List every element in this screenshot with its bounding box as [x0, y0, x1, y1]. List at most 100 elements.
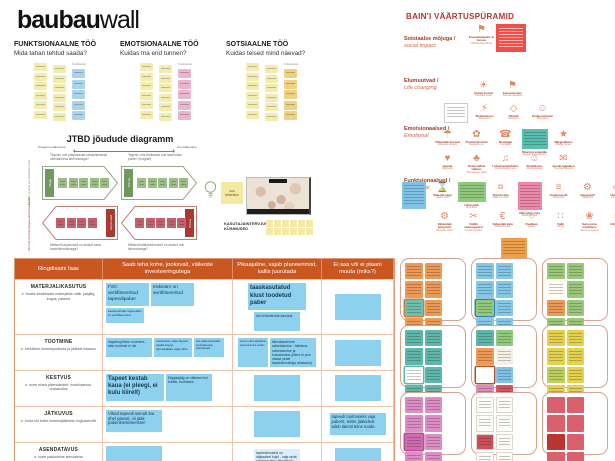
sticky-note[interactable]	[424, 397, 443, 414]
design-aesthetics-note[interactable]	[521, 129, 548, 149]
sticky-note[interactable]	[178, 111, 191, 120]
sticky-note[interactable]	[476, 330, 494, 347]
sticky-note[interactable]	[66, 218, 76, 228]
sticky-note[interactable]	[72, 111, 85, 120]
sticky-note[interactable]	[424, 348, 443, 365]
sticky-note[interactable]	[566, 366, 585, 383]
sticky-note[interactable]	[334, 339, 381, 366]
sticky-note[interactable]	[135, 218, 144, 228]
sticky-note[interactable]	[566, 299, 585, 316]
sticky-note[interactable]	[137, 178, 146, 188]
reduces-risk-note[interactable]	[517, 182, 542, 210]
sticky-note[interactable]	[566, 451, 585, 461]
sticky-note[interactable]	[147, 178, 157, 188]
sticky-note[interactable]	[140, 63, 153, 71]
sticky-note[interactable]: tapeedi tootmiseks vaja paberit, teiste …	[329, 413, 386, 436]
sticky-note[interactable]	[72, 100, 85, 110]
sticky-note[interactable]	[178, 69, 191, 78]
sticky-note[interactable]	[179, 178, 188, 188]
sticky-note[interactable]	[58, 178, 67, 188]
sticky-note[interactable]	[145, 218, 155, 228]
sticky-note[interactable]	[87, 218, 97, 228]
sticky-note[interactable]	[53, 74, 66, 83]
sticky-note[interactable]	[476, 415, 494, 432]
sticky-note[interactable]	[156, 218, 165, 228]
sticky-note[interactable]	[495, 366, 514, 383]
video-controls-bar[interactable]	[247, 209, 309, 214]
sticky-note[interactable]	[405, 299, 423, 316]
sticky-note[interactable]	[159, 103, 172, 111]
sticky-note[interactable]	[566, 397, 585, 414]
sticky-note[interactable]	[177, 218, 186, 228]
sticky-note[interactable]	[53, 93, 66, 102]
sticky-note[interactable]: öko pakkematerjalide korduskasutus (täie…	[194, 338, 224, 358]
sticky-note[interactable]	[424, 299, 443, 316]
sticky-note[interactable]	[166, 218, 176, 228]
sticky-note[interactable]	[334, 294, 381, 321]
sticky-note[interactable]	[274, 228, 281, 235]
sticky-note[interactable]	[405, 415, 423, 432]
sticky-note[interactable]	[547, 451, 565, 461]
sticky-note[interactable]	[34, 101, 47, 109]
sticky-note[interactable]	[100, 178, 109, 188]
sticky-note[interactable]	[72, 90, 85, 99]
sticky-note[interactable]	[178, 100, 191, 110]
sticky-note[interactable]	[265, 93, 278, 102]
sticky-note[interactable]	[405, 263, 423, 280]
sticky-note[interactable]	[495, 299, 514, 316]
sticky-note[interactable]	[405, 366, 423, 383]
functional-note-blue[interactable]	[401, 182, 426, 209]
sticky-note[interactable]	[53, 103, 66, 111]
sticky-note[interactable]: Võtad tapeedi seinalt ära ühel päeval, v…	[106, 409, 162, 432]
force-arrow-pull-4[interactable]: Ärevus	[121, 206, 197, 240]
sticky-note[interactable]	[34, 72, 47, 81]
sticky-note[interactable]	[265, 112, 278, 121]
sticky-note[interactable]	[495, 397, 514, 414]
sticky-note[interactable]	[254, 411, 300, 438]
sticky-note[interactable]	[547, 366, 565, 383]
sticky-note[interactable]: Digijalajälg on väiksem kui tradits. too…	[166, 373, 212, 401]
sticky-note[interactable]	[306, 228, 313, 235]
sticky-note[interactable]	[89, 178, 99, 188]
sticky-note[interactable]: öko trükivärvide kasutus	[254, 312, 300, 332]
sticky-note[interactable]	[56, 218, 65, 228]
sticky-note[interactable]	[476, 433, 494, 450]
sticky-note[interactable]	[547, 397, 565, 414]
sticky-note[interactable]	[282, 220, 289, 227]
sticky-note[interactable]: taaskasutatud kiust toodetud paber	[248, 283, 306, 311]
sticky-note[interactable]: trükivärv on sertifitseeritud	[151, 283, 194, 307]
sticky-note[interactable]	[53, 84, 66, 92]
sticky-note[interactable]	[547, 281, 565, 298]
sticky-note[interactable]	[424, 263, 443, 280]
sticky-note[interactable]	[34, 63, 47, 71]
sticky-note[interactable]	[495, 281, 514, 298]
sticky-note[interactable]	[53, 65, 66, 73]
sticky-note[interactable]	[424, 415, 443, 432]
sticky-note[interactable]	[566, 330, 585, 347]
sticky-note[interactable]	[566, 348, 585, 365]
sticky-note[interactable]	[159, 112, 172, 121]
sticky-note[interactable]: Tapeet kestab kaua (ei pleegi, ei kulu k…	[106, 373, 164, 401]
sticky-note[interactable]	[158, 178, 167, 188]
sticky-note[interactable]	[476, 348, 494, 365]
sticky-note[interactable]	[178, 79, 191, 89]
sticky-note[interactable]	[424, 451, 443, 461]
sticky-note[interactable]: kliendiandmete salvestamine - failidena …	[270, 338, 316, 367]
sticky-note[interactable]	[547, 433, 565, 450]
sticky-note[interactable]	[334, 375, 381, 402]
sticky-note[interactable]	[72, 79, 85, 89]
simplifies-note[interactable]	[457, 182, 486, 202]
sticky-note[interactable]	[159, 93, 172, 102]
sticky-note[interactable]	[265, 65, 278, 73]
sticky-note[interactable]: Vajaduspõhine tootmine, lattu tootmist e…	[106, 338, 152, 358]
sticky-note[interactable]	[405, 451, 423, 461]
sticky-note[interactable]	[405, 348, 423, 365]
sticky-note[interactable]	[284, 100, 297, 110]
sticky-note[interactable]	[77, 218, 86, 228]
sticky-note[interactable]	[159, 74, 172, 83]
sticky-note[interactable]	[495, 348, 514, 365]
sticky-note[interactable]	[334, 448, 381, 461]
sticky-note[interactable]	[424, 330, 443, 347]
